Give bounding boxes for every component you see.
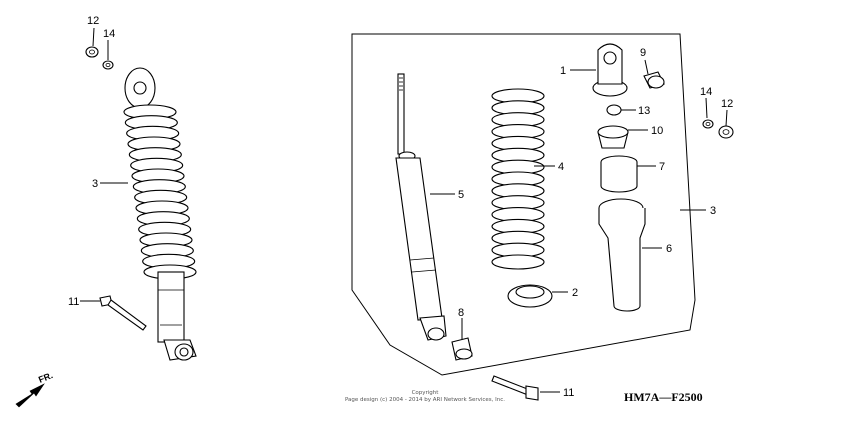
callout-14-left: 14 (103, 28, 115, 40)
rubber-10 (597, 125, 629, 149)
bushing-9 (643, 71, 665, 89)
figure-code: HM7A—F2500 (624, 390, 703, 404)
callout-10: 10 (651, 125, 663, 137)
callout-5: 5 (458, 189, 464, 201)
callout-3-left: 3 (92, 178, 98, 190)
callout-13: 13 (638, 105, 650, 117)
arrow-down-left-icon (15, 383, 45, 408)
exploded-view-frame (351, 33, 696, 376)
callout-3-right: 3 (710, 205, 716, 217)
copyright-line-2: Page design (c) 2004 - 2014 by ARI Netwo… (345, 397, 505, 403)
callout-12-left: 12 (87, 15, 99, 27)
washer-14-left (102, 60, 114, 70)
collar-7 (600, 155, 638, 193)
spring-seat-2 (507, 284, 553, 308)
washer-14-right (702, 119, 714, 129)
callout-12-right: 12 (721, 98, 733, 110)
callout-1: 1 (560, 65, 566, 77)
callout-11-left: 11 (68, 296, 79, 308)
front-direction-label: FR. (37, 370, 54, 385)
bolt-11-left (99, 295, 147, 331)
callout-9: 9 (640, 47, 646, 59)
nut-13 (606, 104, 622, 116)
cover-6 (598, 198, 646, 312)
callout-11-bottom: 11 (563, 387, 574, 399)
callout-6: 6 (666, 243, 672, 255)
damper-5 (395, 73, 447, 341)
assembled-rear-shock (123, 67, 197, 361)
nut-12-right (718, 125, 734, 139)
callout-14-right: 14 (700, 86, 712, 98)
callout-4: 4 (558, 161, 564, 173)
spring-4 (491, 88, 545, 270)
bushing-8 (451, 337, 473, 361)
callout-8: 8 (458, 307, 464, 319)
upper-mount-1 (592, 43, 628, 97)
spring-coil (491, 254, 545, 270)
copyright-line-1: Copyright (412, 390, 440, 396)
bolt-11-bottom (491, 375, 539, 401)
callout-7: 7 (659, 161, 665, 173)
nut-12-left (85, 46, 99, 58)
callout-2: 2 (572, 287, 578, 299)
